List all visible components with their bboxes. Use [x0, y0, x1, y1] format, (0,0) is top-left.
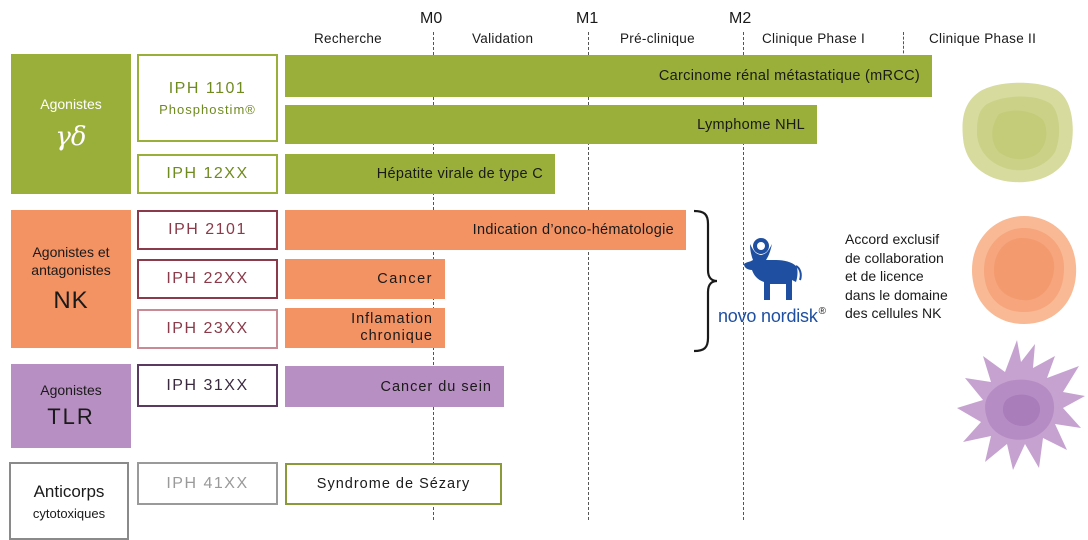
phase-preclinique: Pré-clinique — [620, 31, 695, 46]
code-iph22xx: IPH 22XX — [137, 259, 278, 299]
category-agonistes-nk: Agonistes et antagonistes NK — [11, 210, 131, 348]
category-symbol: γδ — [55, 122, 87, 152]
bar-inflamation: Inflamation chronique — [285, 308, 445, 348]
bar-hepatite: Hépatite virale de type C — [285, 154, 555, 194]
code-label: IPH 31XX — [166, 376, 249, 394]
partner-line: des cellules NK — [845, 305, 942, 321]
cell-orange-icon — [972, 216, 1077, 324]
category-label: Agonistes — [40, 382, 102, 398]
code-label: IPH 41XX — [166, 474, 249, 492]
bar-cancer-sein: Cancer du sein — [285, 366, 504, 407]
bar-label-2: chronique — [360, 328, 433, 344]
logo-mark: ® — [818, 306, 826, 317]
bar-sezary: Syndrome de Sézary — [285, 463, 502, 505]
phase-validation: Validation — [472, 31, 534, 46]
phase-clinique-2: Clinique Phase II — [929, 31, 1037, 46]
code-sub: Phosphostim® — [159, 101, 256, 117]
category-agonistes-tlr: Agonistes TLR — [11, 364, 131, 448]
code-label: IPH 23XX — [166, 320, 249, 337]
code-iph1101: IPH 1101 Phosphostim® — [137, 54, 278, 142]
code-label: IPH 1101 — [168, 79, 247, 97]
category-label-2: antagonistes — [31, 262, 111, 278]
divider-m1 — [588, 32, 589, 520]
cell-purple-dendritic-icon — [957, 340, 1085, 470]
phase-clinique-1: Clinique Phase I — [762, 31, 866, 46]
partner-line: de collaboration — [845, 249, 944, 266]
cell-green-icon — [962, 82, 1073, 183]
phase-recherche: Recherche — [314, 31, 382, 46]
code-iph41xx: IPH 41XX — [137, 462, 278, 505]
milestone-m2: M2 — [729, 10, 752, 27]
bar-lymphome: Lymphome NHL — [285, 105, 817, 144]
logo-text: novo nordisk — [718, 306, 818, 326]
code-label: IPH 12XX — [166, 165, 249, 182]
category-symbol: NK — [53, 287, 89, 314]
bracket-icon — [693, 209, 718, 353]
bar-cancer: Cancer — [285, 259, 445, 299]
divider-m2 — [743, 32, 744, 520]
partner-line: et de licence — [845, 268, 924, 284]
milestone-m0: M0 — [420, 10, 443, 27]
category-symbol: TLR — [47, 404, 95, 429]
code-iph12xx: IPH 12XX — [137, 154, 278, 194]
bar-mrcc: Carcinome rénal métastatique (mRCC) — [285, 55, 932, 97]
category-label: Agonistes et — [32, 244, 110, 260]
category-label: Agonistes — [40, 96, 102, 112]
bar-onco-hemato: Indication d’onco-hématologie — [285, 210, 686, 250]
bar-label: Inflamation — [351, 311, 433, 327]
novo-nordisk-logo: novo nordisk® — [718, 306, 826, 327]
apis-bull-icon — [744, 238, 802, 300]
code-iph2101: IPH 2101 — [137, 210, 278, 250]
category-anticorps: Anticorps cytotoxiques — [9, 462, 129, 540]
partner-line: dans le domaine — [845, 286, 948, 303]
category-agonistes-gd: Agonistes γδ — [11, 54, 131, 194]
code-label: IPH 22XX — [166, 270, 249, 287]
partner-description: Accord exclusif de collaboration et de l… — [845, 230, 948, 323]
category-label: Anticorps — [33, 481, 105, 501]
partner-line: Accord exclusif — [845, 231, 940, 247]
category-sub: cytotoxiques — [32, 505, 106, 521]
code-label: IPH 2101 — [168, 221, 247, 238]
divider-phase2 — [903, 32, 904, 58]
milestone-m1: M1 — [576, 10, 599, 27]
code-iph31xx: IPH 31XX — [137, 364, 278, 407]
code-iph23xx: IPH 23XX — [137, 309, 278, 349]
